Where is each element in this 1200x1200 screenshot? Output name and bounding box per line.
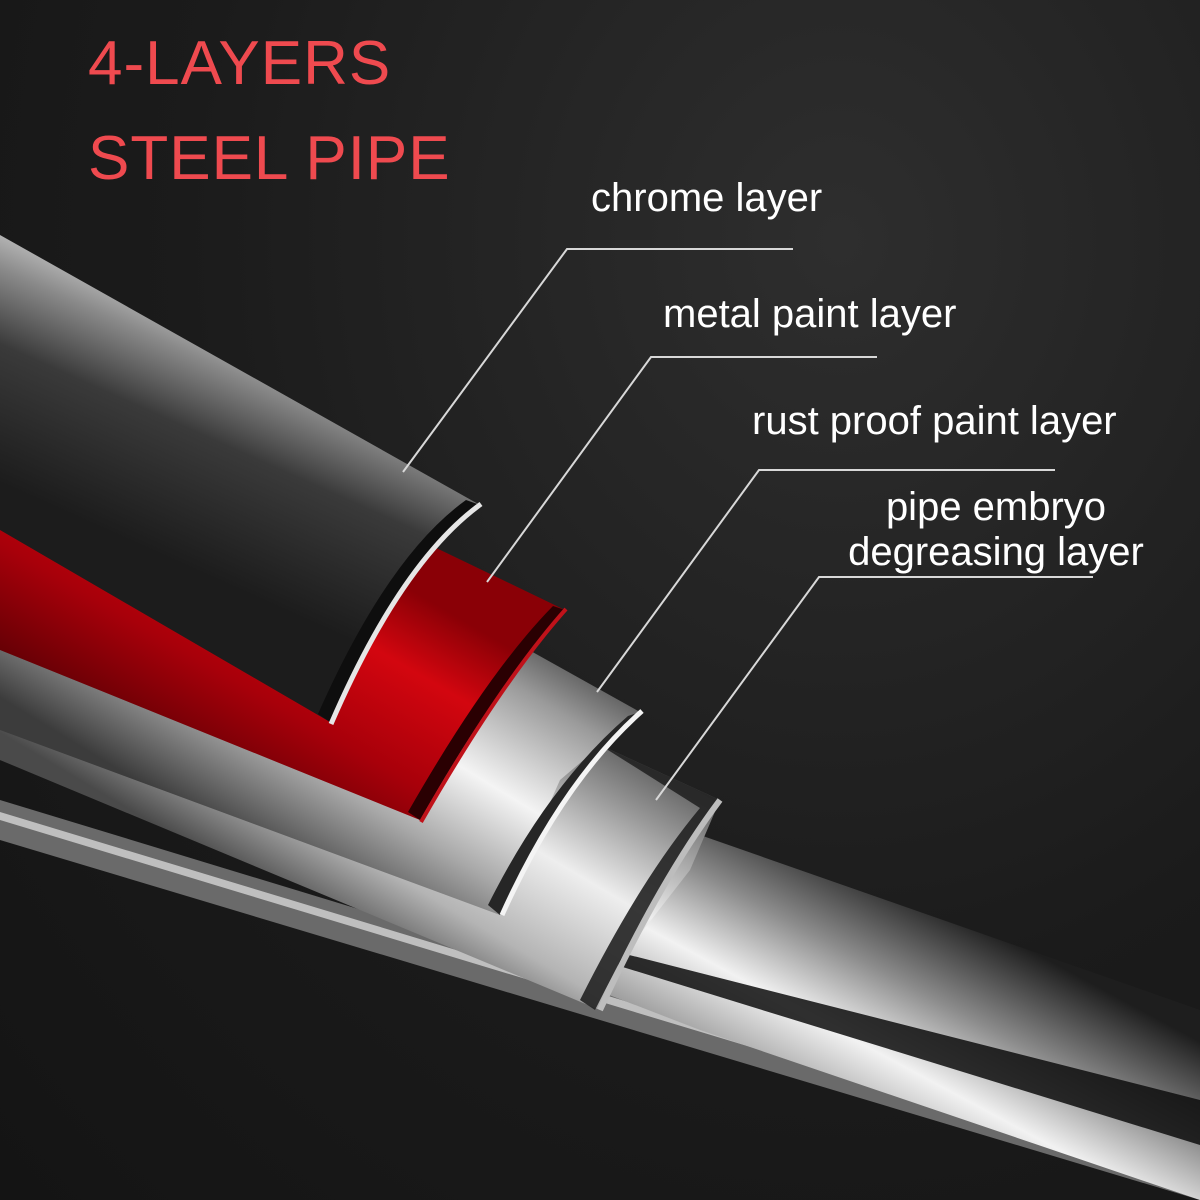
- leader-line-rust-proof: [596, 469, 1055, 693]
- label-rust-proof-layer: rust proof paint layer: [752, 399, 1117, 443]
- chrome-layer: [0, 235, 483, 725]
- label-embryo-line-2: degreasing layer: [848, 529, 1144, 574]
- label-embryo-layer: pipe embryo degreasing layer: [826, 485, 1166, 575]
- leader-line-metal-paint: [486, 356, 877, 583]
- title-line-1: 4-LAYERS: [88, 29, 392, 98]
- label-embryo-line-1: pipe embryo: [885, 485, 1107, 529]
- label-metal-paint-layer: metal paint layer: [663, 292, 957, 336]
- leader-line-chrome: [402, 248, 793, 473]
- leader-line-embryo: [655, 576, 1093, 801]
- title-line-2: STEEL PIPE: [88, 124, 451, 193]
- leader-lines: [402, 248, 1093, 801]
- label-chrome-layer: chrome layer: [591, 176, 823, 220]
